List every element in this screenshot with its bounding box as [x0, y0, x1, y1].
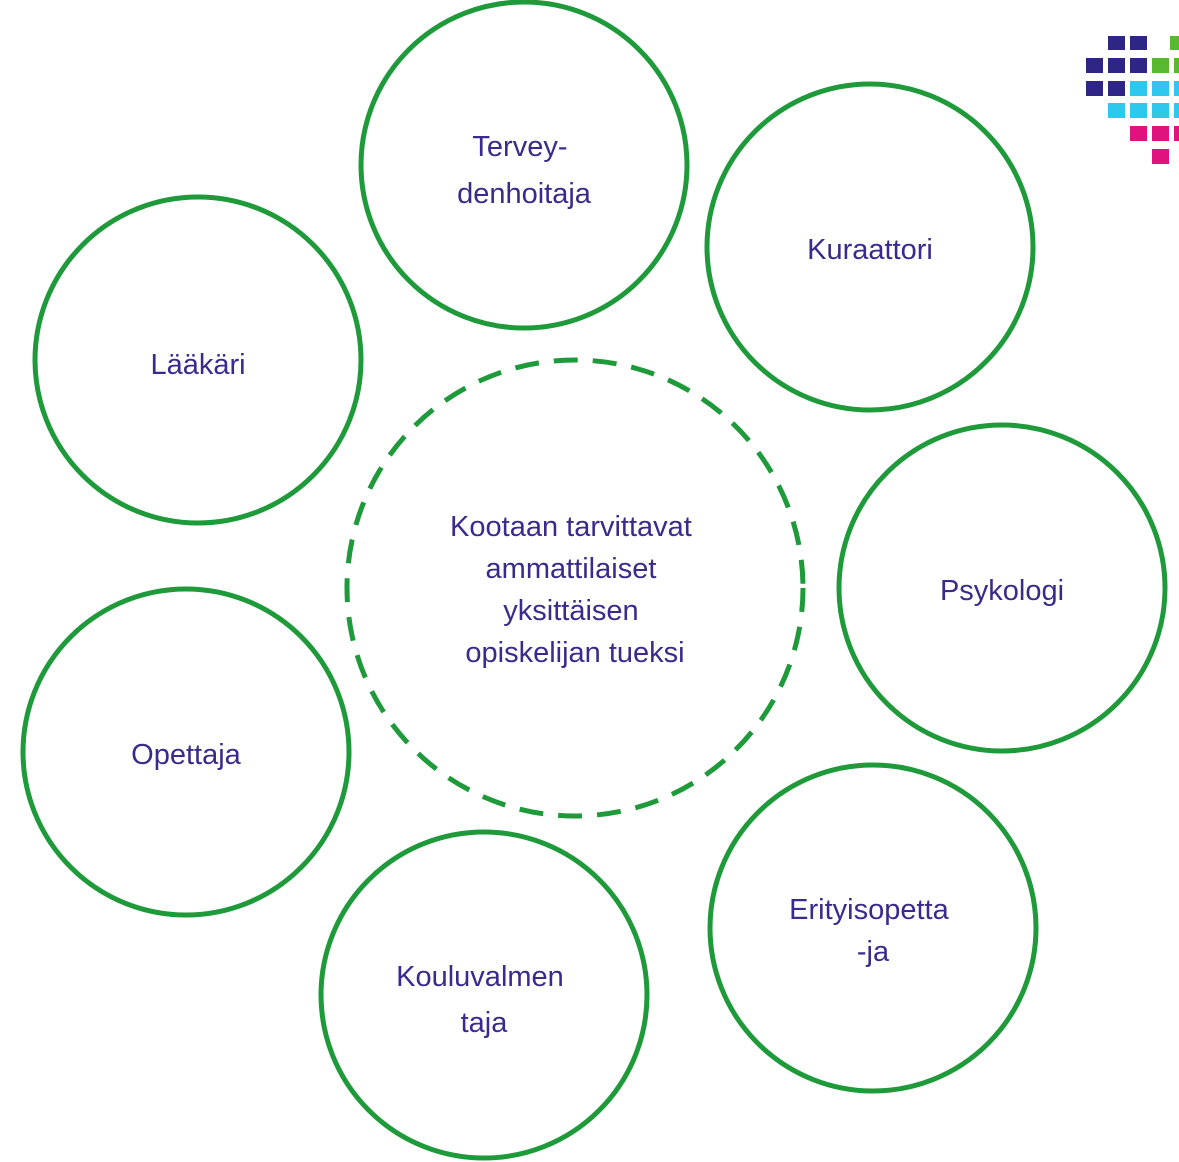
node-terveydenhoitaja: Tervey- denhoitaja [358, 0, 690, 331]
node-label: Lääkäri [150, 349, 245, 381]
node-erityisopettaja: Erityisopetta -ja [707, 762, 1039, 1094]
node-label: Erityisopetta -ja [789, 894, 957, 968]
center-label: Kootaan tarvittavat ammattilaiset yksitt… [450, 511, 700, 669]
node-laakari: Lääkäri [32, 194, 364, 526]
center-label-line: opiskelijan tueksi [465, 637, 684, 669]
node-label: Psykologi [940, 575, 1064, 607]
node-ring [704, 81, 1036, 413]
center-label-line: yksittäisen [503, 595, 638, 627]
node-label-line: Opettaja [131, 739, 241, 771]
node-label-line: Kuraattori [807, 234, 933, 266]
node-label-line: Erityisopetta [789, 894, 949, 926]
node-ring [836, 422, 1168, 754]
center-label-line: Kootaan tarvittavat [450, 511, 692, 543]
node-ring [32, 194, 364, 526]
node-ring [318, 829, 650, 1161]
node-label-line: -ja [857, 936, 890, 968]
node-label: Tervey- denhoitaja [457, 131, 592, 210]
pixel-heart-logo-icon [1086, 36, 1179, 164]
center-node: Kootaan tarvittavat ammattilaiset yksitt… [344, 357, 806, 819]
node-kuraattori: Kuraattori [704, 81, 1036, 413]
node-kouluvalmentaja: Kouluvalmen taja [318, 829, 650, 1161]
node-ring [358, 0, 690, 331]
node-label-line: Kouluvalmen [396, 961, 564, 993]
node-label-line: denhoitaja [457, 178, 592, 210]
node-ring [20, 586, 352, 918]
node-psykologi: Psykologi [836, 422, 1168, 754]
node-label-line: taja [461, 1007, 509, 1039]
node-label-line: Psykologi [940, 575, 1064, 607]
node-label: Opettaja [131, 739, 241, 771]
node-opettaja: Opettaja [20, 586, 352, 918]
node-label: Kuraattori [807, 234, 933, 266]
node-label: Kouluvalmen taja [396, 961, 572, 1039]
center-ring [344, 357, 806, 819]
node-label-line: Tervey- [472, 131, 567, 163]
node-ring [707, 762, 1039, 1094]
center-label-line: ammattilaiset [486, 553, 657, 585]
node-label-line: Lääkäri [150, 349, 245, 381]
